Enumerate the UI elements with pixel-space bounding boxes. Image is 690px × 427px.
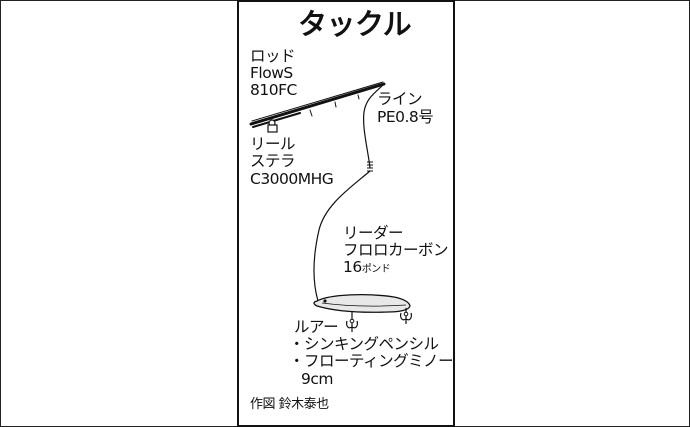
rod-name: FlowS — [250, 64, 293, 82]
lure-illustration — [313, 294, 412, 332]
reel-label: リール — [250, 135, 296, 153]
reel-name: ステラ — [250, 152, 296, 170]
diagram-panel — [237, 0, 455, 427]
lure-type-1: ・シンキングペンシル — [289, 335, 439, 353]
diagram-title: タックル — [298, 7, 412, 41]
rod-illustration — [249, 81, 386, 133]
lure-label: ルアー — [294, 318, 339, 336]
line-spec: PE0.8号 — [377, 108, 434, 126]
reel-model: C3000MHG — [250, 170, 334, 188]
rod-label: ロッド — [250, 47, 296, 65]
leader-strength: 16ポンド — [343, 258, 391, 276]
leader-label: リーダー — [343, 224, 404, 242]
pe-line — [363, 83, 385, 169]
leader-strength-number: 16 — [343, 258, 362, 276]
line-label: ライン — [377, 90, 423, 108]
lure-size: 9cm — [301, 370, 333, 388]
leader-strength-unit: ポンド — [361, 264, 391, 275]
leader-material: フロロカーボン — [343, 241, 449, 259]
credit: 作図 鈴木泰也 — [250, 397, 329, 412]
rod-model: 810FC — [250, 81, 297, 99]
lure-type-2: ・フローティングミノー — [289, 352, 454, 370]
leader-line — [313, 170, 371, 302]
